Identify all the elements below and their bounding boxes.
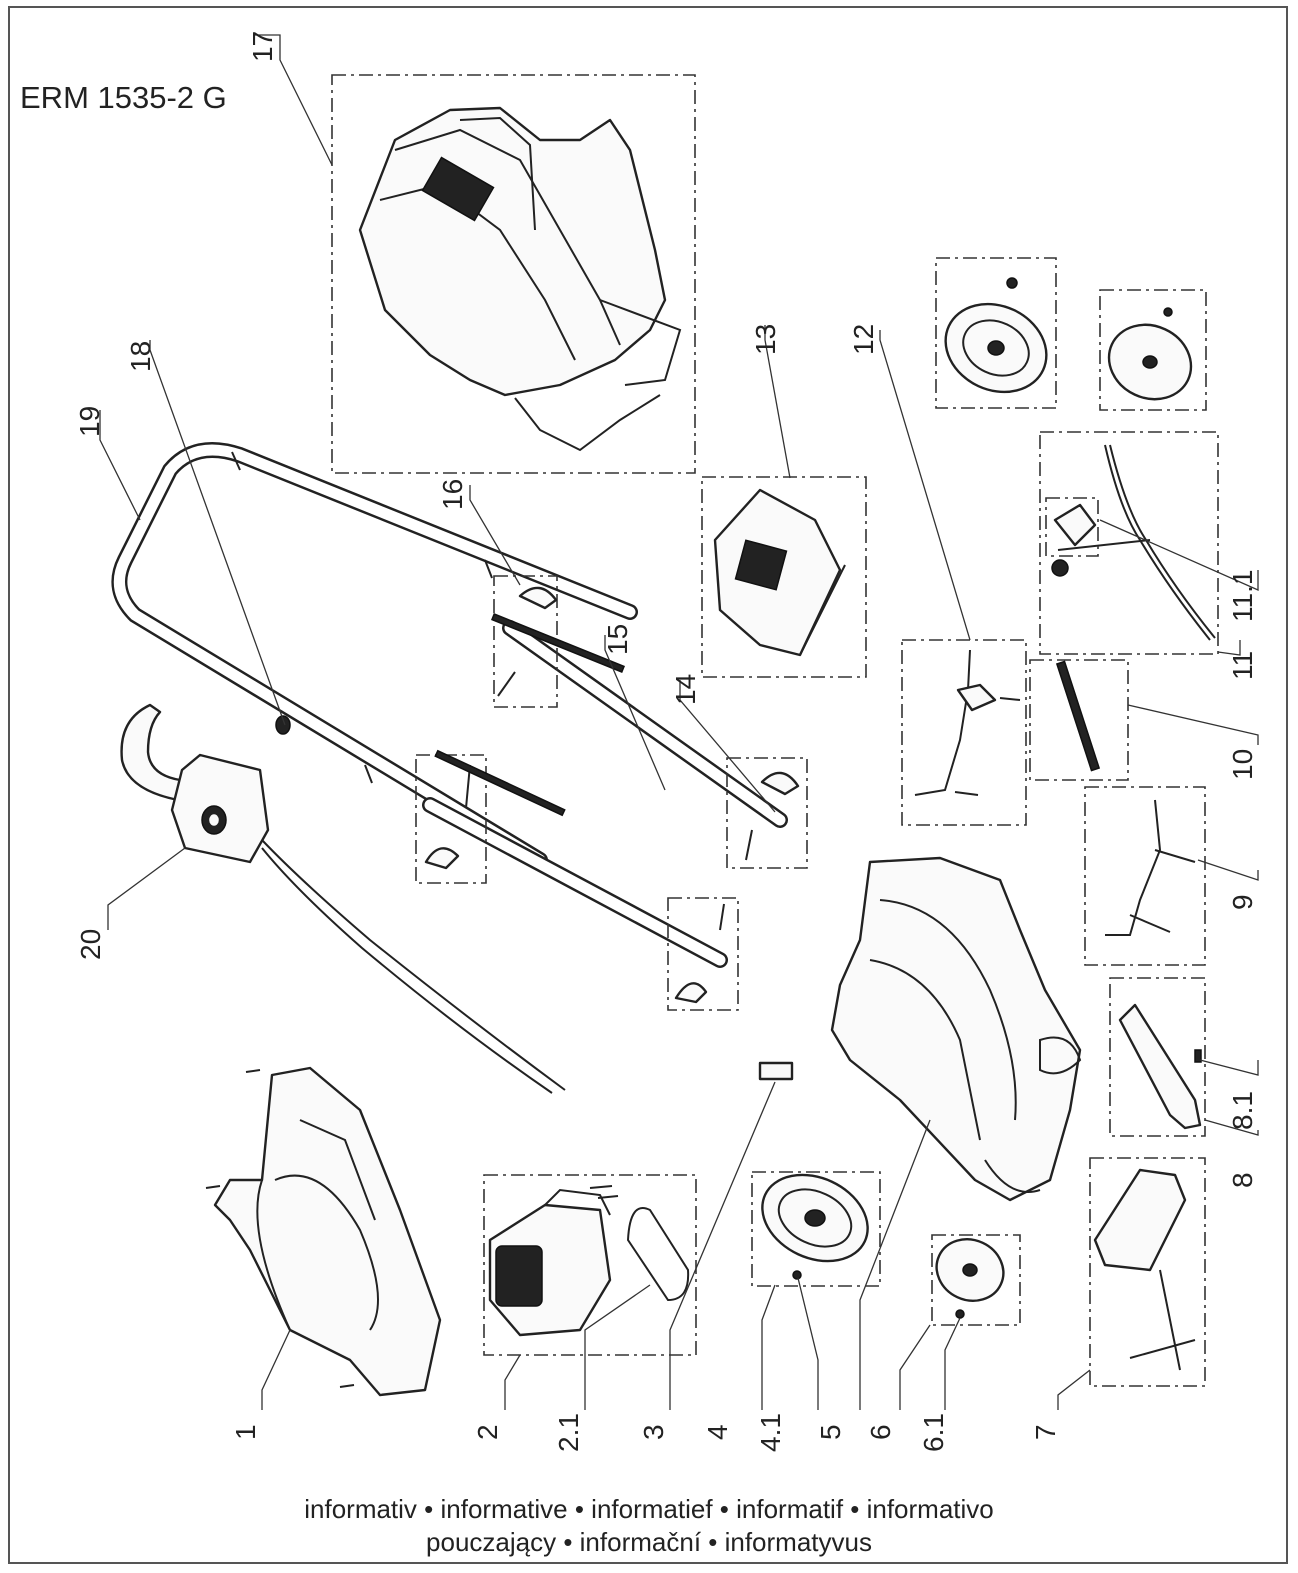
rear-axle-group bbox=[1039, 431, 1219, 655]
callout-4: 4 bbox=[702, 1424, 733, 1440]
callout-5: 5 bbox=[815, 1424, 846, 1440]
mower-deck-group bbox=[830, 856, 1082, 1202]
model-title: ERM 1535-2 G bbox=[20, 80, 227, 115]
front-wheel-group bbox=[931, 1234, 1021, 1326]
switch-lever bbox=[120, 703, 182, 802]
callout-13: 13 bbox=[750, 324, 781, 355]
clamp-set-bottom bbox=[667, 897, 739, 1011]
part-9-box bbox=[1084, 786, 1206, 966]
part-3-plug bbox=[758, 1061, 794, 1081]
motor-group bbox=[483, 1174, 697, 1356]
drawing-frame bbox=[8, 6, 1288, 1564]
upper-housing bbox=[213, 1066, 442, 1397]
leader-lines bbox=[99, 34, 1259, 1410]
wheel-cap-6-1 bbox=[955, 1309, 965, 1319]
grass-bag-group bbox=[331, 74, 696, 474]
callout-11: 11 bbox=[1227, 651, 1258, 680]
callout-1: 1 bbox=[230, 1424, 261, 1440]
upper-handle-group bbox=[111, 442, 638, 868]
upper-housing-group bbox=[205, 1066, 442, 1397]
height-adjuster-axle bbox=[1105, 799, 1162, 936]
switch-box-group bbox=[120, 703, 566, 1094]
footer-line-2: pouczający • informační • informatyvus bbox=[426, 1527, 872, 1557]
drive-belt bbox=[626, 1207, 690, 1302]
part-10-box bbox=[1029, 659, 1129, 781]
clamp-knob bbox=[518, 586, 558, 610]
part-17-box bbox=[331, 74, 696, 474]
callout-12: 12 bbox=[848, 324, 879, 355]
rear-axle bbox=[1104, 444, 1211, 641]
clamp-box-middle bbox=[415, 754, 487, 884]
blade-bolt-8-1 bbox=[1194, 1049, 1202, 1063]
callout-7: 7 bbox=[1030, 1424, 1061, 1440]
clamp-box-bottom bbox=[667, 897, 739, 1011]
clamp-set-middle bbox=[415, 749, 566, 884]
callout-3: 3 bbox=[638, 1424, 669, 1440]
callout-labels: 17 18 19 16 15 14 13 12 20 11.1 11 10 9 … bbox=[74, 31, 1258, 1452]
callout-18: 18 bbox=[125, 341, 156, 372]
lever-rod bbox=[914, 649, 971, 796]
callout-19: 19 bbox=[74, 406, 105, 437]
callout-10: 10 bbox=[1227, 749, 1258, 780]
wheel-cap-4-1 bbox=[792, 1270, 802, 1280]
comb-strip bbox=[1055, 660, 1101, 772]
bag-vent bbox=[421, 156, 495, 222]
grass-bag bbox=[358, 106, 667, 397]
callout-8-1: 8.1 bbox=[1227, 1091, 1258, 1130]
wheel-box-large bbox=[935, 257, 1057, 409]
lever-group bbox=[901, 639, 1027, 826]
part-13-box bbox=[701, 476, 867, 678]
clamp-set-14 bbox=[726, 757, 808, 869]
blade-group bbox=[1109, 977, 1206, 1137]
footer-line-1: informativ • informative • informatief •… bbox=[304, 1494, 994, 1524]
flap-group bbox=[1089, 1157, 1206, 1387]
callout-8: 8 bbox=[1227, 1172, 1258, 1188]
grass-chute bbox=[1093, 1168, 1187, 1272]
callout-17: 17 bbox=[247, 31, 278, 62]
axle-bracket-11-1 bbox=[1053, 503, 1097, 547]
callout-4-1: 4.1 bbox=[755, 1413, 786, 1452]
part-4-box bbox=[751, 1171, 881, 1287]
height-adjuster-group bbox=[1084, 786, 1206, 966]
cover-group bbox=[701, 476, 867, 678]
blade bbox=[1118, 1003, 1202, 1130]
part-14-box bbox=[726, 757, 808, 869]
part-11-box bbox=[1039, 431, 1219, 655]
lower-handle-group bbox=[422, 620, 788, 968]
callout-9: 9 bbox=[1227, 894, 1258, 910]
wheel-box-small bbox=[1099, 289, 1207, 411]
callout-6-1: 6.1 bbox=[918, 1413, 949, 1452]
callout-11-1: 11.1 bbox=[1227, 570, 1258, 622]
spare-wheels-group bbox=[935, 257, 1207, 411]
part-2-box bbox=[483, 1174, 697, 1356]
part-8-box bbox=[1109, 977, 1206, 1137]
callout-20: 20 bbox=[75, 929, 106, 960]
clamp-set-16 bbox=[490, 575, 626, 708]
part-7-box bbox=[1089, 1157, 1206, 1387]
callout-2-1: 2.1 bbox=[553, 1413, 584, 1452]
comb-group bbox=[1029, 659, 1129, 781]
callout-16: 16 bbox=[437, 479, 468, 510]
callout-15: 15 bbox=[602, 624, 633, 655]
handle-knob-18 bbox=[275, 715, 291, 735]
callout-2: 2 bbox=[472, 1424, 503, 1440]
part-6-box bbox=[931, 1234, 1021, 1326]
part-12-box bbox=[901, 639, 1027, 826]
callout-6: 6 bbox=[865, 1424, 896, 1440]
callout-14: 14 bbox=[670, 674, 701, 705]
rear-wheel-group bbox=[751, 1171, 881, 1287]
